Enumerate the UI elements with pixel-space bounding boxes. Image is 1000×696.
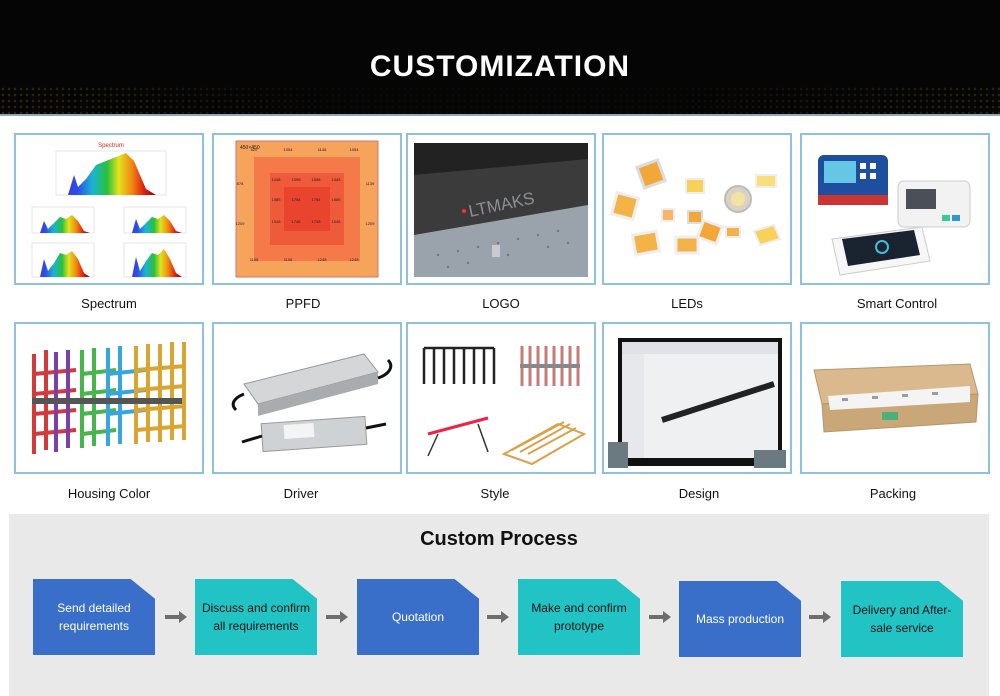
ppfd-inner-value: 1598 <box>292 177 302 182</box>
banner-divider <box>0 114 1000 116</box>
ppfd-outer-value: 1054 <box>284 147 294 152</box>
spectrum-chart-title: Spectrum <box>98 143 124 149</box>
process-title: Custom Process <box>420 528 578 550</box>
ppfd-outer-value: 1106 <box>284 257 293 262</box>
step-mass-production: Mass production <box>679 581 801 657</box>
spectrum-chart-image: Spectrum <box>31 143 187 278</box>
card-driver[interactable] <box>212 322 402 474</box>
ppfd-outer-value: 1248 <box>350 257 360 262</box>
step-discuss-confirm: Discuss and confirm all requirements <box>195 579 317 655</box>
caption-style: Style <box>480 486 510 501</box>
arrow-right-icon <box>809 611 831 623</box>
ppfd-inner-value: 1548 <box>332 219 342 224</box>
ppfd-inner-value: 1754 <box>312 197 322 202</box>
ppfd-outer-value: 878 <box>237 181 244 186</box>
arrow-right-icon <box>487 611 509 623</box>
ppfd-outer-value: 1209 <box>236 221 246 226</box>
cad-design-image <box>608 338 786 468</box>
light-styles-image <box>422 346 587 466</box>
banner-fade <box>0 80 1000 116</box>
card-smart-control[interactable] <box>800 133 990 285</box>
ppfd-inner-value: 1448 <box>332 177 342 182</box>
header-banner: CUSTOMIZATION <box>0 0 1000 116</box>
step-quotation: Quotation <box>357 579 479 655</box>
ppfd-outer-value: 1148 <box>318 147 327 152</box>
ppfd-heatmap-image: 450×450 820 1054 1148 1054 878 1139 1209 1209 11… <box>235 140 379 278</box>
ppfd-outer-value: 1139 <box>366 181 375 186</box>
led-driver-image <box>231 353 393 453</box>
step-delivery-service: Delivery and After-sale service <box>841 581 963 657</box>
card-leds[interactable] <box>602 133 792 285</box>
housing-colors-image <box>32 342 187 454</box>
ppfd-inner-value: 1598 <box>312 177 322 182</box>
packing-box-image <box>813 363 979 433</box>
custom-process-section: Custom Process Send detailed requirement… <box>9 514 989 696</box>
caption-driver: Driver <box>283 486 319 501</box>
caption-logo: LOGO <box>482 296 520 311</box>
laser-dot-icon <box>462 209 466 213</box>
ppfd-inner-value: 1548 <box>272 219 282 224</box>
ppfd-inner-value: 1754 <box>292 197 302 202</box>
card-ppfd[interactable]: 450×450 820 1054 1148 1054 878 1139 1209 1209 11… <box>212 133 402 285</box>
caption-housing-color: Housing Color <box>67 486 151 501</box>
arrow-right-icon <box>165 611 187 623</box>
ppfd-inner-value: 1448 <box>272 177 282 182</box>
page-title: CUSTOMIZATION <box>369 50 631 83</box>
ppfd-outer-value: 1054 <box>350 147 360 152</box>
arrow-right-icon <box>649 611 671 623</box>
ppfd-outer-value: 1209 <box>366 221 376 226</box>
smart-controller-image <box>818 155 971 276</box>
caption-leds: LEDs <box>671 296 703 311</box>
ppfd-corner-label: 450×450 <box>240 145 260 151</box>
logo-engraving-image: LTMAKS <box>414 143 588 277</box>
step-prototype: Make and confirm prototype <box>518 579 640 655</box>
ppfd-inner-value: 1748 <box>292 219 302 224</box>
card-logo[interactable]: LTMAKS <box>406 133 596 285</box>
card-design[interactable] <box>602 322 792 474</box>
caption-design: Design <box>678 486 720 501</box>
ppfd-outer-value: 1108 <box>250 257 259 262</box>
step-send-requirements: Send detailed requirements <box>33 579 155 655</box>
ppfd-inner-value: 1748 <box>312 219 322 224</box>
ppfd-inner-value: 1585 <box>332 197 342 202</box>
card-spectrum[interactable]: Spectrum <box>14 133 204 285</box>
card-housing-color[interactable] <box>14 322 204 474</box>
card-style[interactable] <box>406 322 596 474</box>
ppfd-outer-value: 1248 <box>318 257 328 262</box>
ppfd-inner-value: 1585 <box>272 197 282 202</box>
caption-spectrum: Spectrum <box>81 296 137 311</box>
caption-smart-control: Smart Control <box>856 296 938 311</box>
caption-packing: Packing <box>869 486 917 501</box>
led-chips-image <box>609 157 782 257</box>
ppfd-outer-value: 820 <box>251 147 258 152</box>
arrow-right-icon <box>326 611 348 623</box>
card-packing[interactable] <box>800 322 990 474</box>
caption-ppfd: PPFD <box>285 296 321 311</box>
